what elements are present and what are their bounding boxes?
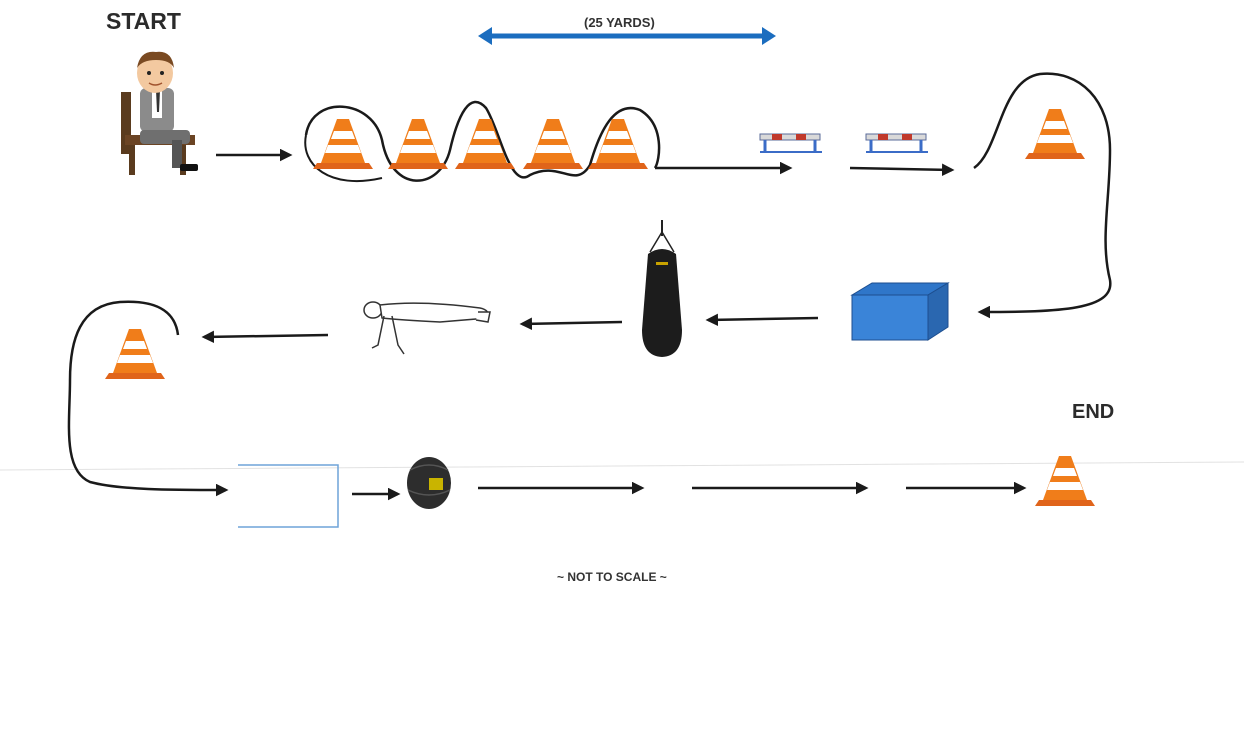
path-arrow-to-bag xyxy=(705,313,819,327)
hurdle-icon-1 xyxy=(759,133,822,153)
medicine-ball-icon xyxy=(407,457,451,509)
person-on-chair-icon xyxy=(121,51,198,175)
path-arrow-to-hurdle-2 xyxy=(849,163,955,177)
marked-area-icon xyxy=(238,464,339,528)
path-arrow-to-cone-7 xyxy=(201,330,329,344)
path-arrow-to-pushup xyxy=(519,317,623,331)
scale-label: (25 YARDS) xyxy=(584,15,655,30)
end-label: END xyxy=(1072,401,1115,423)
cone-6 xyxy=(1025,109,1085,159)
loop-path-left xyxy=(67,300,229,497)
hurdle-icon-2 xyxy=(865,133,928,153)
cone-1 xyxy=(313,119,373,169)
cone-2 xyxy=(388,119,448,169)
weave-path xyxy=(304,100,661,182)
cone-7 xyxy=(105,329,165,379)
cone-3 xyxy=(455,119,515,169)
scale-arrow xyxy=(478,27,776,45)
plyo-box-icon xyxy=(850,282,950,341)
not-to-scale-label: ~ NOT TO SCALE ~ xyxy=(557,570,667,584)
pushup-figure-icon xyxy=(363,301,491,355)
punching-bag-icon xyxy=(642,220,682,357)
background-fold-line xyxy=(0,461,1244,471)
start-label: START xyxy=(106,8,181,34)
loop-path-right xyxy=(973,72,1112,319)
cone-4 xyxy=(523,119,583,169)
